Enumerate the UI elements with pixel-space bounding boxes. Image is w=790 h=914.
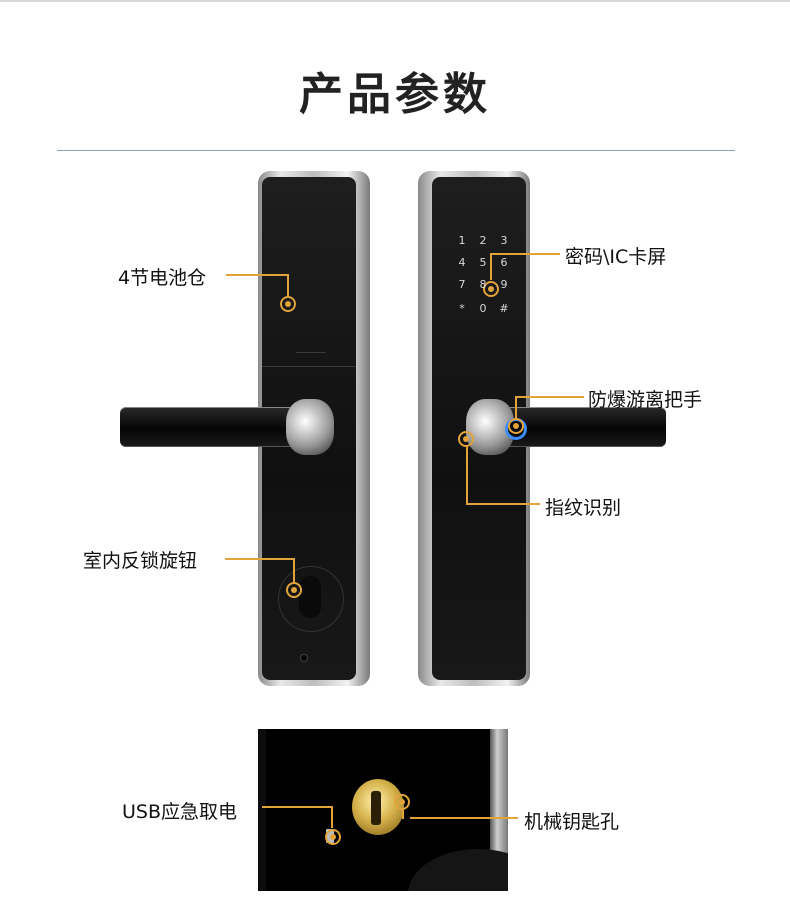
leader-knob-v xyxy=(293,558,295,582)
keypad-key: 1 xyxy=(458,234,466,247)
battery-cover-notch xyxy=(296,352,326,353)
marker-knob xyxy=(286,582,302,598)
leader-password-h xyxy=(491,253,560,255)
keypad-key: # xyxy=(499,302,509,315)
leader-battery-h xyxy=(226,274,288,276)
indoor-handle xyxy=(120,407,305,447)
keyhole-slot xyxy=(371,791,381,825)
label-battery: 4节电池仓 xyxy=(118,267,207,289)
page-title: 产品参数 xyxy=(299,69,491,120)
marker-handle xyxy=(508,418,524,434)
top-border xyxy=(0,0,790,2)
leader-mech-key-h xyxy=(410,817,518,819)
marker-password xyxy=(483,281,499,297)
label-mech-key: 机械钥匙孔 xyxy=(524,811,620,833)
leader-fingerprint-h xyxy=(466,503,540,505)
indoor-knob-arc xyxy=(278,566,344,632)
leader-handle-v xyxy=(515,396,517,418)
leader-fingerprint-v xyxy=(466,447,468,504)
keypad-key: 7 xyxy=(458,278,466,291)
label-usb: USB应急取电 xyxy=(122,801,238,823)
keypad-key: 9 xyxy=(500,278,508,291)
marker-fingerprint xyxy=(458,431,474,447)
title-divider xyxy=(57,150,735,151)
leader-password-v xyxy=(490,253,492,280)
leader-handle-h xyxy=(516,396,584,398)
reset-hole xyxy=(300,654,308,662)
marker-battery xyxy=(280,296,296,312)
usb-keyhole-detail xyxy=(258,729,508,891)
marker-usb xyxy=(325,829,341,845)
keypad-key: 0 xyxy=(479,302,487,315)
keypad-key: 2 xyxy=(479,234,487,247)
keypad-key: 5 xyxy=(479,256,487,269)
label-indoor-knob: 室内反锁旋钮 xyxy=(83,550,198,572)
keypad-key: 8 xyxy=(479,278,487,291)
keypad-key: 4 xyxy=(458,256,466,269)
label-fingerprint: 指纹识别 xyxy=(545,497,622,519)
indoor-handle-rose xyxy=(286,399,334,455)
keypad-key: * xyxy=(459,302,465,315)
battery-cover-seam xyxy=(262,366,356,367)
leader-knob-h xyxy=(225,558,294,560)
label-handle: 防爆游离把手 xyxy=(588,389,703,411)
label-password-ic: 密码\IC卡屏 xyxy=(565,246,667,268)
leader-usb-h xyxy=(262,806,332,808)
keypad-key: 3 xyxy=(500,234,508,247)
indoor-lock-knob xyxy=(299,576,321,618)
keypad-key: 6 xyxy=(500,256,508,269)
leader-usb-v xyxy=(331,806,333,828)
leader-battery-v xyxy=(287,274,289,296)
leader-mech-key-v xyxy=(402,808,404,819)
